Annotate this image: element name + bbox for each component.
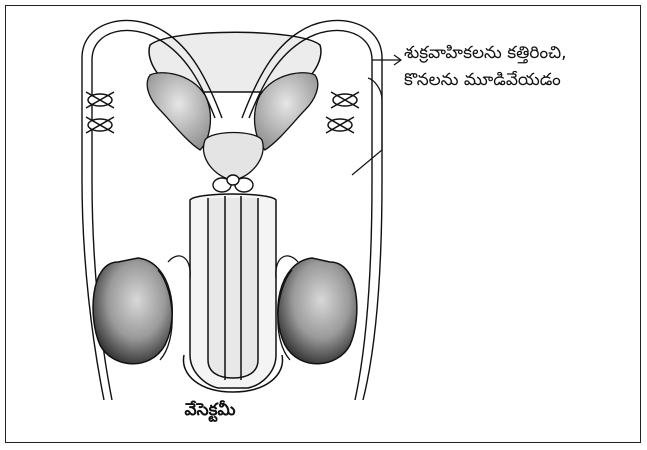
figure-caption: వేసెక్టమీ — [0, 400, 420, 424]
annotation-line-1: శుక్రవాహికలను కత్తిరించి, — [404, 40, 567, 67]
annotation-pointer — [352, 55, 401, 175]
testis-right — [278, 258, 357, 364]
vasectomy-annotation: శుక్రవాహికలను కత్తిరించి, కొనలను మూడివేయ… — [404, 40, 567, 94]
urethra-junction — [213, 175, 253, 192]
ligature-left — [86, 92, 114, 133]
annotation-line-2: కొనలను మూడివేయడం — [404, 67, 567, 94]
prostate — [203, 133, 263, 181]
testis-left — [93, 258, 172, 364]
penis — [183, 194, 282, 392]
ligature-right — [326, 92, 359, 133]
